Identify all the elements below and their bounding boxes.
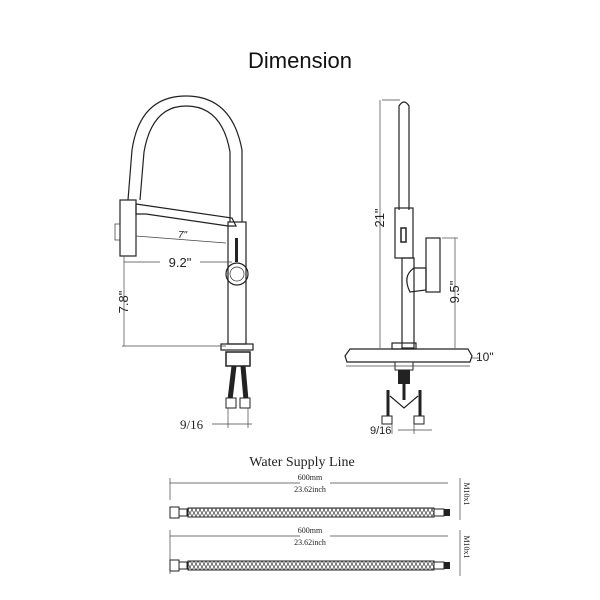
dim-connector-front: 9/16 (180, 417, 204, 432)
hose-2-length-mm: 600mm (298, 526, 323, 535)
supply-line-title: Water Supply Line (249, 455, 354, 470)
front-view-faucet (114, 95, 254, 409)
hose-2-length-in: 23.62inch (294, 538, 326, 547)
dim-total-height: 21" (372, 208, 387, 227)
front-dimensions: 7" 9.2" 7.8" 9/16 (116, 230, 252, 432)
hose-1-length-mm: 600mm (298, 473, 323, 482)
dim-handle-height: 9.5" (447, 280, 462, 303)
supply-hose-1: 600mm 23.62inch M10x1 (169, 473, 471, 520)
supply-hose-2: 600mm 23.62inch M10x1 (169, 526, 471, 576)
side-dimensions: 21" 9.5" 10" 9/16 (346, 99, 494, 437)
hose-2-thread: M10x1 (462, 535, 471, 558)
hose-1-length-in: 23.62inch (294, 485, 326, 494)
dim-deck-plate: 10" (476, 350, 494, 364)
side-view-faucet (344, 101, 473, 425)
dim-spout-reach: 9.2" (169, 255, 192, 270)
dim-spout-reach-inner: 7" (178, 230, 188, 241)
hose-1-thread: M10x1 (462, 482, 471, 505)
page-title: Dimension (248, 48, 352, 73)
dim-connector-side: 9/16 (370, 425, 391, 437)
dim-spout-height: 7.8" (116, 290, 131, 313)
